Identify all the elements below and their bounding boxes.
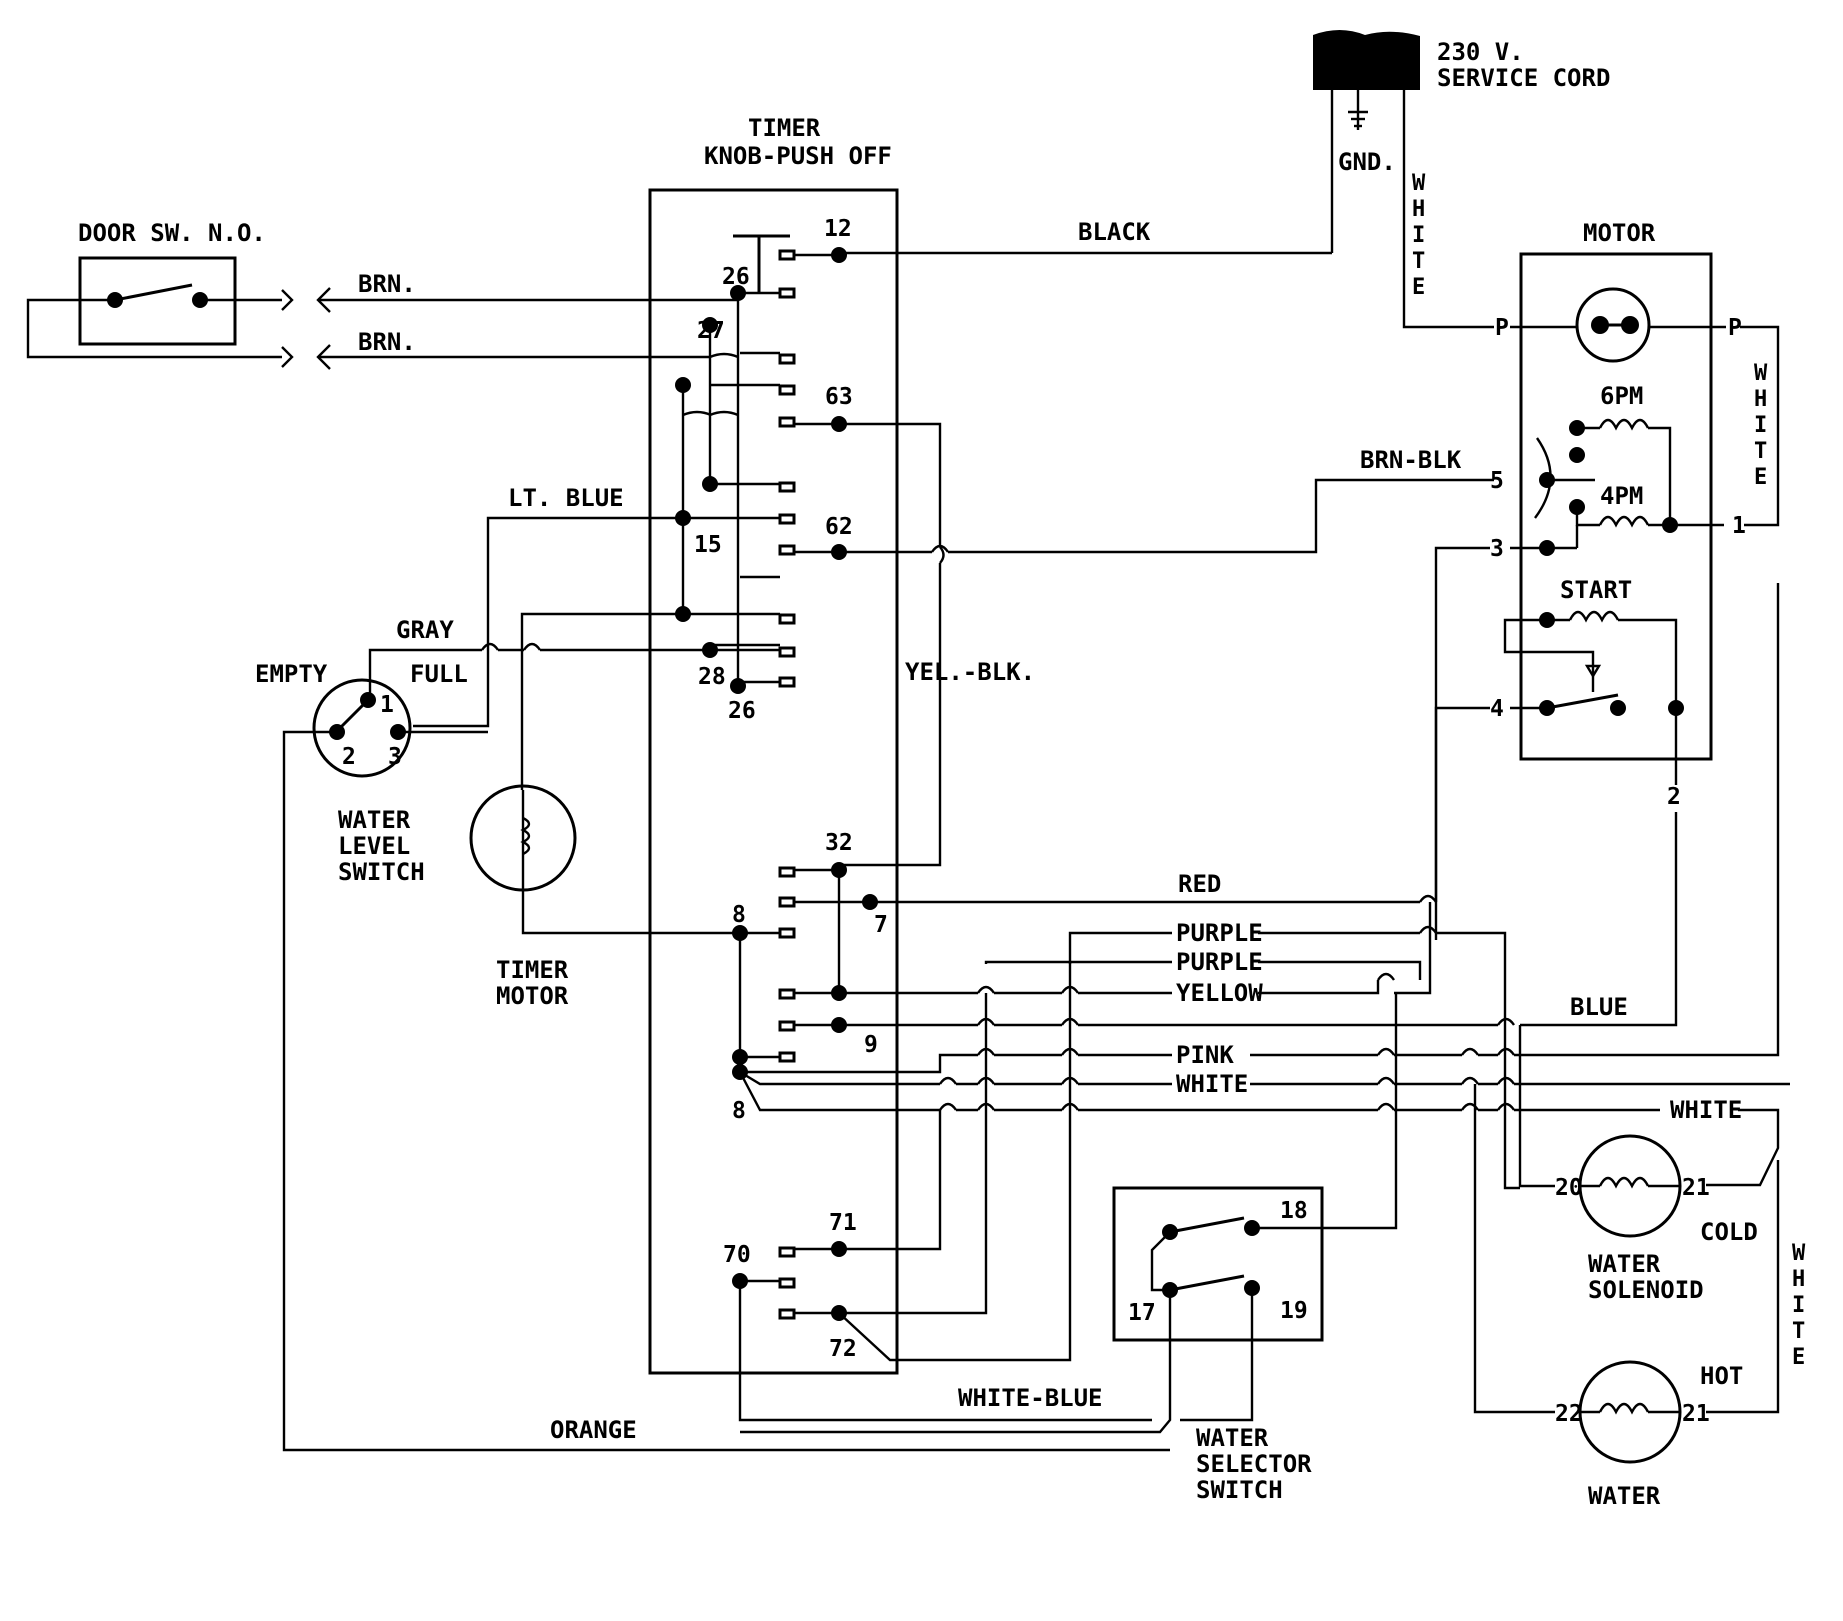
timer-motor: TIMER MOTOR bbox=[469, 612, 740, 1010]
hot-terminal-21: 21 bbox=[1682, 1401, 1710, 1427]
timer-terminal-stubs bbox=[778, 249, 796, 1320]
motor-terminal-2: 2 bbox=[1667, 784, 1681, 810]
water-level-switch: EMPTY FULL 1 2 3 WATER LEVEL SWITCH bbox=[255, 660, 488, 886]
water-level-pin-1: 1 bbox=[380, 692, 394, 718]
water-selector-line1: WATER bbox=[1196, 1424, 1269, 1452]
hot-solenoid-line1: WATER bbox=[1588, 1482, 1661, 1510]
terminal-15: 15 bbox=[694, 532, 722, 558]
terminal-62: 62 bbox=[825, 514, 853, 540]
water-selector-line2: SELECTOR bbox=[1196, 1450, 1312, 1478]
motor-label: MOTOR bbox=[1583, 219, 1656, 247]
timer: TIMER KNOB-PUSH OFF bbox=[648, 114, 899, 1375]
wire-pink: PINK bbox=[1176, 1041, 1234, 1069]
water-selector-switch: 18 17 19 WATER SELECTOR SWITCH bbox=[740, 992, 1398, 1504]
selector-terminal-17: 17 bbox=[1128, 1300, 1156, 1326]
motor-p-left: P bbox=[1495, 315, 1509, 341]
terminal-63: 63 bbox=[825, 384, 853, 410]
wire-white-mid: WHITE bbox=[1176, 1070, 1248, 1098]
motor-terminal-4: 4 bbox=[1490, 696, 1504, 722]
motor-p-right: P bbox=[1728, 315, 1742, 341]
ground-label: GND. bbox=[1338, 148, 1396, 176]
cold-terminal-20: 20 bbox=[1555, 1175, 1583, 1201]
water-level-full: FULL bbox=[410, 660, 468, 688]
terminal-7: 7 bbox=[874, 912, 888, 938]
cold-tag: COLD bbox=[1700, 1218, 1758, 1246]
wire-brn-blk: BRN-BLK bbox=[1360, 446, 1462, 474]
door-switch: DOOR SW. N.O. BRN. BRN. bbox=[26, 219, 738, 370]
service-cord-subtitle: SERVICE CORD bbox=[1437, 64, 1610, 92]
water-selector-line3: SWITCH bbox=[1196, 1476, 1283, 1504]
wire-brn-1: BRN. bbox=[358, 270, 416, 298]
hot-tag: HOT bbox=[1700, 1362, 1743, 1390]
water-level-pin-2: 2 bbox=[342, 744, 356, 770]
door-switch-label: DOOR SW. N.O. bbox=[78, 219, 266, 247]
motor-terminal-1: 1 bbox=[1732, 513, 1746, 539]
water-level-pin-3: 3 bbox=[388, 744, 402, 770]
motor-winding-4pm: 4PM bbox=[1600, 482, 1643, 510]
cold-solenoid-line2: SOLENOID bbox=[1588, 1276, 1704, 1304]
timer-title: TIMER bbox=[748, 114, 821, 142]
water-level-empty: EMPTY bbox=[255, 660, 328, 688]
terminal-70: 70 bbox=[723, 1242, 751, 1268]
cold-water-solenoid: 20 21 COLD WATER SOLENOID bbox=[1518, 1025, 1758, 1304]
service-cord-title: 230 V. bbox=[1437, 38, 1524, 66]
motor-terminal-5: 5 bbox=[1490, 468, 1504, 494]
timer-motor-line1: TIMER bbox=[496, 956, 569, 984]
wire-red: RED bbox=[1178, 870, 1221, 898]
wire-yellow: YELLOW bbox=[1176, 979, 1263, 1007]
wire-lt-blue: LT. BLUE bbox=[508, 484, 624, 512]
motor-start: START bbox=[1560, 576, 1632, 604]
wire-purple-1: PURPLE bbox=[1176, 919, 1263, 947]
terminal-27: 27 bbox=[697, 318, 725, 344]
timer-subtitle: KNOB-PUSH OFF bbox=[704, 142, 892, 170]
terminal-9: 9 bbox=[864, 1032, 878, 1058]
cold-terminal-21: 21 bbox=[1682, 1175, 1710, 1201]
timer-box bbox=[648, 188, 899, 1375]
terminal-72: 72 bbox=[829, 1336, 857, 1362]
power-plug-icon bbox=[1313, 30, 1420, 90]
terminal-28: 28 bbox=[698, 664, 726, 690]
terminal-32: 32 bbox=[825, 830, 853, 856]
cold-solenoid-line1: WATER bbox=[1588, 1250, 1661, 1278]
wire-white-blue: WHITE-BLUE bbox=[958, 1384, 1103, 1412]
terminal-8-top: 8 bbox=[732, 902, 746, 928]
terminal-71: 71 bbox=[829, 1210, 857, 1236]
wire-blue: BLUE bbox=[1570, 993, 1628, 1021]
ground-icon bbox=[1348, 110, 1368, 128]
hot-terminal-22: 22 bbox=[1555, 1401, 1583, 1427]
wire-gray: GRAY bbox=[396, 616, 454, 644]
water-level-line3: SWITCH bbox=[338, 858, 425, 886]
wire-purple-2: PURPLE bbox=[1176, 948, 1263, 976]
terminal-26-bottom: 26 bbox=[728, 698, 756, 724]
selector-terminal-19: 19 bbox=[1280, 1298, 1308, 1324]
terminal-8-bottom: 8 bbox=[732, 1098, 746, 1124]
wire-white-right: WHITE bbox=[1670, 1096, 1742, 1124]
wire-brn-2: BRN. bbox=[358, 328, 416, 356]
water-level-line2: LEVEL bbox=[338, 832, 410, 860]
motor: MOTOR P P 6PM 4PM START bbox=[1490, 219, 1780, 1027]
water-level-line1: WATER bbox=[338, 806, 411, 834]
wire-black: BLACK bbox=[1078, 218, 1151, 246]
motor-terminal-3: 3 bbox=[1490, 536, 1504, 562]
wire-yel-blk: YEL.-BLK. bbox=[905, 658, 1035, 686]
terminal-12: 12 bbox=[824, 216, 852, 242]
terminal-26-top: 26 bbox=[722, 264, 750, 290]
timer-motor-line2: MOTOR bbox=[496, 982, 569, 1010]
motor-winding-6pm: 6PM bbox=[1600, 382, 1643, 410]
selector-terminal-18: 18 bbox=[1280, 1198, 1308, 1224]
wire-orange: ORANGE bbox=[550, 1416, 637, 1444]
